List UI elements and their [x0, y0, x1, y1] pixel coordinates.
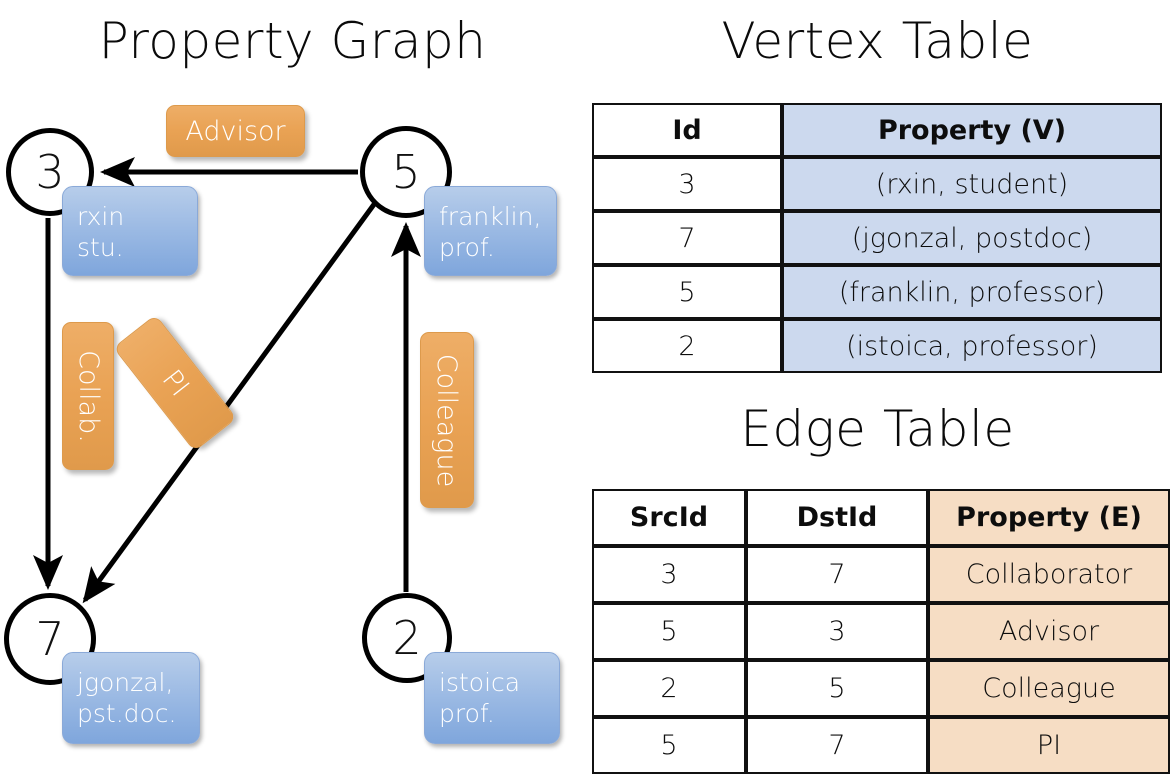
- node-property-callout-5-line2: prof.: [439, 233, 495, 262]
- graph-edge-5-to-7: [82, 201, 378, 604]
- vertex-table-cell-id: 2: [592, 319, 782, 373]
- table-row: 7 (jgonzal, postdoc): [592, 211, 1162, 265]
- node-property-callout-3-line2: stu.: [77, 233, 124, 262]
- node-property-callout-7-line2: pst.doc.: [77, 699, 177, 728]
- edge-table-cell-property: Collaborator: [928, 546, 1170, 603]
- vertex-table-cell-id: 7: [592, 211, 782, 265]
- vertex-table-cell-property: (istoica, professor): [782, 319, 1162, 373]
- node-property-callout-5-line1: franklin,: [439, 202, 542, 231]
- vertex-table-cell-property: (jgonzal, postdoc): [782, 211, 1162, 265]
- vertex-table-header-row: Id Property (V): [592, 103, 1162, 157]
- edge-table: SrcId DstId Property (E) 3 7 Collaborato…: [592, 489, 1170, 774]
- node-property-callout-5: franklin, prof.: [424, 186, 557, 276]
- graph-node-2-id: 2: [392, 611, 422, 665]
- edge-label-advisor: Advisor: [166, 105, 305, 157]
- edge-table-cell-srcid: 5: [592, 603, 746, 660]
- edge-table-cell-property: PI: [928, 717, 1170, 774]
- vertex-table-cell-id: 3: [592, 157, 782, 211]
- edge-label-collab: Collab.: [62, 322, 114, 470]
- node-property-callout-7-line1: jgonzal,: [77, 668, 174, 697]
- graph-node-5[interactable]: 5: [360, 126, 452, 218]
- table-row: 3 (rxin, student): [592, 157, 1162, 211]
- edge-table-cell-property: Advisor: [928, 603, 1170, 660]
- edge-label-colleague: Colleague: [420, 332, 474, 508]
- edge-label-collab-text: Collab.: [72, 349, 104, 443]
- graph-node-3-id: 3: [35, 145, 65, 199]
- table-row: 5 7 PI: [592, 717, 1170, 774]
- edge-table-header-property: Property (E): [928, 489, 1170, 546]
- edge-label-pi-text: PI: [155, 363, 195, 403]
- vertex-table-cell-property: (rxin, student): [782, 157, 1162, 211]
- node-property-callout-2-line2: prof.: [439, 699, 495, 728]
- page-title-property-graph: Property Graph: [98, 12, 487, 70]
- node-property-callout-2-line1: istoica: [439, 668, 521, 697]
- edge-table-cell-dstid: 3: [746, 603, 928, 660]
- page-title-edge-table: Edge Table: [740, 400, 1015, 458]
- edge-table-header-row: SrcId DstId Property (E): [592, 489, 1170, 546]
- vertex-table-cell-id: 5: [592, 265, 782, 319]
- table-row: 5 3 Advisor: [592, 603, 1170, 660]
- vertex-table: Id Property (V) 3 (rxin, student) 7 (jgo…: [592, 103, 1162, 373]
- vertex-table-cell-property: (franklin, professor): [782, 265, 1162, 319]
- graph-node-7-id: 7: [35, 612, 65, 666]
- node-property-callout-7: jgonzal, pst.doc.: [62, 652, 200, 744]
- edge-table-cell-srcid: 5: [592, 717, 746, 774]
- table-row: 2 5 Colleague: [592, 660, 1170, 717]
- page-title-vertex-table: Vertex Table: [721, 12, 1034, 70]
- edge-table-cell-srcid: 2: [592, 660, 746, 717]
- property-graph-diagram: 3 5 7 2 rxin stu. franklin, prof. jgonza…: [0, 0, 585, 760]
- table-row: 3 7 Collaborator: [592, 546, 1170, 603]
- edge-label-advisor-text: Advisor: [185, 115, 286, 147]
- edge-table-cell-srcid: 3: [592, 546, 746, 603]
- node-property-callout-3: rxin stu.: [62, 186, 198, 276]
- node-property-callout-2: istoica prof.: [424, 652, 560, 744]
- vertex-table-header-property: Property (V): [782, 103, 1162, 157]
- table-row: 2 (istoica, professor): [592, 319, 1162, 373]
- table-row: 5 (franklin, professor): [592, 265, 1162, 319]
- edge-table-cell-property: Colleague: [928, 660, 1170, 717]
- graph-edge-layer: [33, 157, 421, 604]
- edge-table-cell-dstid: 5: [746, 660, 928, 717]
- edge-label-colleague-text: Colleague: [431, 353, 463, 487]
- node-property-callout-3-line1: rxin: [77, 202, 125, 231]
- graph-node-5-id: 5: [391, 145, 421, 199]
- vertex-table-header-id: Id: [592, 103, 782, 157]
- edge-table-cell-dstid: 7: [746, 717, 928, 774]
- edge-table-header-dstid: DstId: [746, 489, 928, 546]
- edge-table-header-srcid: SrcId: [592, 489, 746, 546]
- edge-table-cell-dstid: 7: [746, 546, 928, 603]
- graph-node-2[interactable]: 2: [362, 593, 452, 683]
